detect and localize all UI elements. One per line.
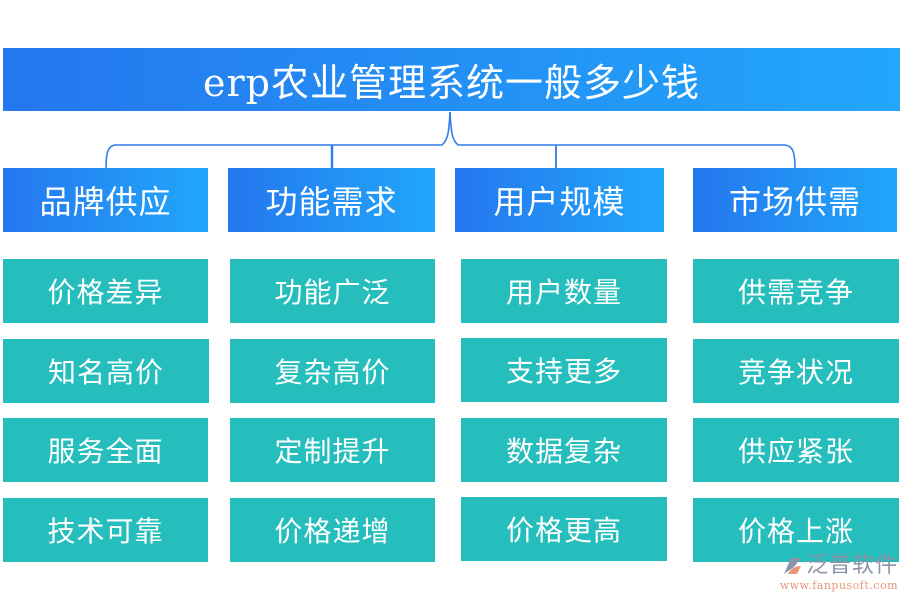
factor-cell: 数据复杂 (461, 418, 667, 482)
factor-cell: 价格递增 (230, 498, 435, 562)
factor-cell: 服务全面 (3, 418, 208, 482)
watermark-name: 泛普软件 (805, 553, 898, 578)
fanpu-logo-icon (783, 558, 801, 574)
factor-cell: 供需竞争 (693, 259, 899, 323)
factor-cell: 定制提升 (230, 418, 435, 482)
factor-cell: 价格更高 (461, 497, 667, 561)
factor-cell: 价格上涨 (693, 498, 899, 562)
factor-cell: 用户数量 (461, 259, 667, 323)
factor-cell: 知名高价 (3, 339, 209, 403)
category-heading-function: 功能需求 (228, 168, 435, 232)
factor-cell: 功能广泛 (230, 259, 435, 323)
factor-cell: 竞争状况 (693, 339, 899, 403)
factor-cell: 复杂高价 (230, 339, 435, 403)
factor-cell: 支持更多 (461, 338, 667, 402)
category-heading-users: 用户规模 (455, 168, 664, 232)
category-heading-brand: 品牌供应 (3, 168, 208, 232)
factor-cell: 价格差异 (3, 259, 208, 323)
category-heading-market: 市场供需 (693, 168, 897, 232)
factor-cell: 供应紧张 (693, 418, 899, 482)
watermark-url: www.fanpusoft.com (779, 579, 898, 592)
factor-cell: 技术可靠 (3, 498, 208, 562)
brand-watermark: 泛普软件 www.fanpusoft.com (770, 553, 898, 595)
diagram-title: erp农业管理系统一般多少钱 (3, 48, 900, 111)
